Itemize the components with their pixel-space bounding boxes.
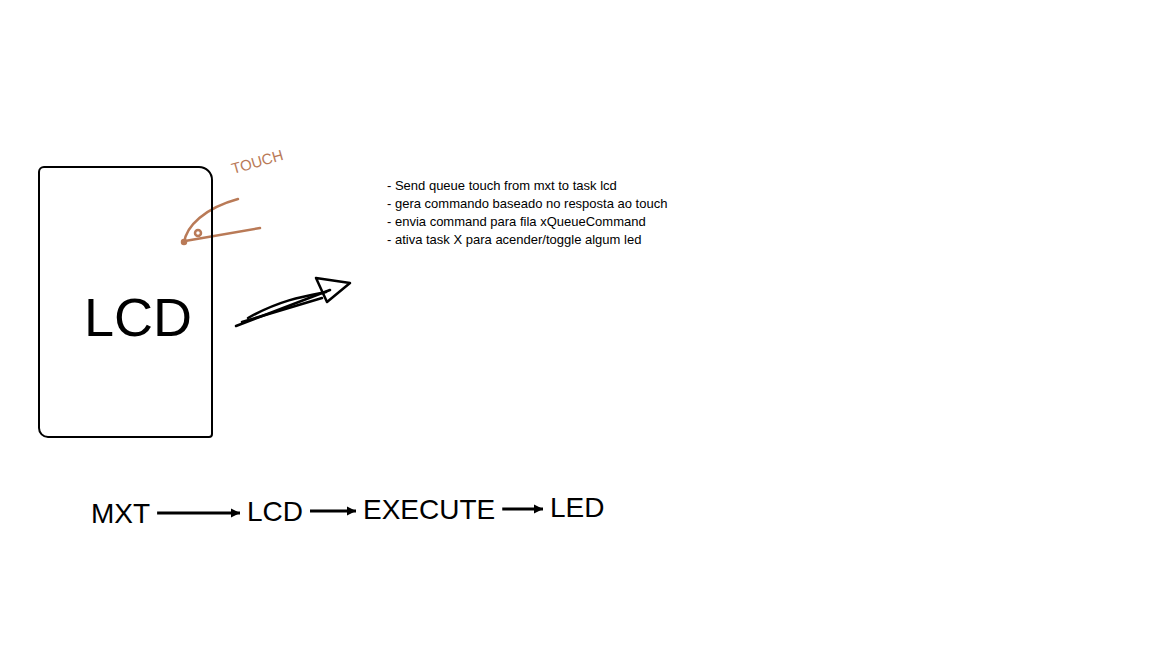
flow-step: EXECUTE (360, 494, 498, 526)
flow-step-text: LCD (244, 496, 306, 528)
flow-step-text: EXECUTE (360, 494, 498, 526)
arrow-line (157, 512, 240, 515)
big-arrow (236, 278, 350, 326)
note-line: - envia command para fila xQueueCommand (387, 213, 669, 231)
arrow-head (231, 509, 240, 518)
flow-step: LED (547, 492, 607, 524)
finger-sketch (182, 199, 260, 244)
flow-step: MXT (88, 498, 153, 530)
arrow-head (534, 505, 543, 514)
note-line: - ativa task X para acender/toggle algum… (387, 231, 669, 249)
note-line: - gera commando baseado no resposta ao t… (387, 195, 669, 213)
flow-arrow (157, 509, 240, 518)
flow-arrow (310, 507, 356, 516)
screen-label: LCD (84, 290, 192, 344)
touch-label: TOUCH (229, 146, 285, 177)
flow-step-text: LED (547, 492, 607, 524)
arrow-head (347, 507, 356, 516)
flow-arrow (502, 505, 543, 514)
note-line: - Send queue touch from mxt to task lcd (387, 177, 669, 195)
flow-step-text: MXT (88, 498, 153, 530)
notes-list: - Send queue touch from mxt to task lcd-… (387, 177, 669, 249)
lcd-screen-box: LCD (38, 166, 213, 438)
flow-step: LCD (244, 496, 306, 528)
